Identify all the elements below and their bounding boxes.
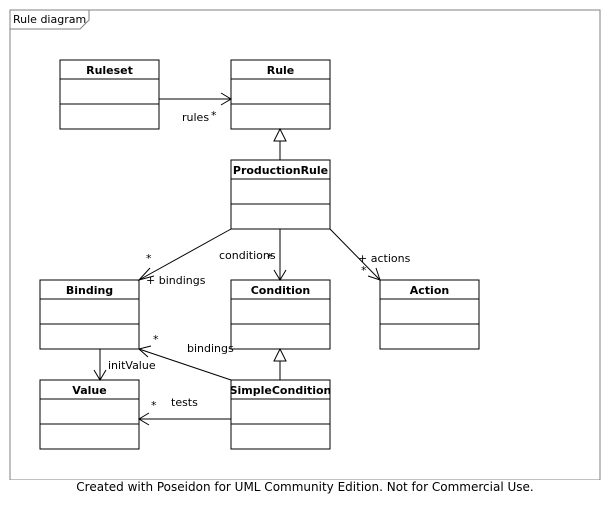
label-sc-bindings-mult: *	[153, 333, 159, 346]
label-rules: rules	[182, 111, 209, 124]
class-production-rule-name: ProductionRule	[233, 164, 328, 177]
class-value-name: Value	[72, 384, 106, 397]
assoc-productionrule-bindings	[137, 228, 232, 281]
class-simple-condition[interactable]: SimpleCondition	[230, 379, 332, 450]
assoc-simplecondition-tests	[138, 412, 231, 426]
label-rules-mult: *	[211, 109, 217, 122]
assoc-binding-initvalue	[93, 349, 107, 381]
class-ruleset[interactable]: Ruleset	[59, 59, 160, 130]
label-tests-mult: *	[151, 399, 157, 412]
generalization-productionrule-rule	[273, 127, 287, 160]
class-production-rule[interactable]: ProductionRule	[230, 159, 331, 230]
label-conditions-mult: *	[267, 251, 273, 264]
assoc-productionrule-actions	[329, 228, 381, 281]
assoc-simplecondition-bindings	[137, 345, 232, 381]
class-rule-name: Rule	[267, 64, 295, 77]
class-condition-name: Condition	[251, 284, 311, 297]
generalization-simplecondition-condition	[273, 347, 287, 380]
assoc-productionrule-conditions	[273, 229, 287, 281]
label-conditions: conditions	[219, 249, 276, 262]
label-tests: tests	[171, 396, 198, 409]
class-simple-condition-name: SimpleCondition	[230, 384, 332, 397]
label-sc-bindings: bindings	[187, 342, 234, 355]
label-actions-mult: *	[361, 264, 367, 277]
class-rule[interactable]: Rule	[230, 59, 331, 130]
label-bindings-plus: + bindings	[146, 274, 206, 287]
class-binding-name: Binding	[66, 284, 113, 297]
assoc-ruleset-rules	[159, 92, 232, 106]
class-action-name: Action	[410, 284, 449, 297]
label-actions-plus: + actions	[358, 252, 411, 265]
footer-watermark: Created with Poseidon for UML Community …	[76, 480, 534, 494]
label-bindings-mult: *	[146, 252, 152, 265]
class-action[interactable]: Action	[379, 279, 480, 350]
frame-title: Rule diagram	[13, 13, 86, 26]
class-value[interactable]: Value	[39, 379, 140, 450]
class-binding[interactable]: Binding	[39, 279, 140, 350]
label-init-value: initValue	[108, 359, 156, 372]
class-ruleset-name: Ruleset	[86, 64, 133, 77]
frame-tab	[9, 9, 90, 30]
class-condition[interactable]: Condition	[230, 279, 331, 350]
uml-class-diagram: Rule diagram Ruleset Rule ProductionRule…	[9, 9, 601, 480]
